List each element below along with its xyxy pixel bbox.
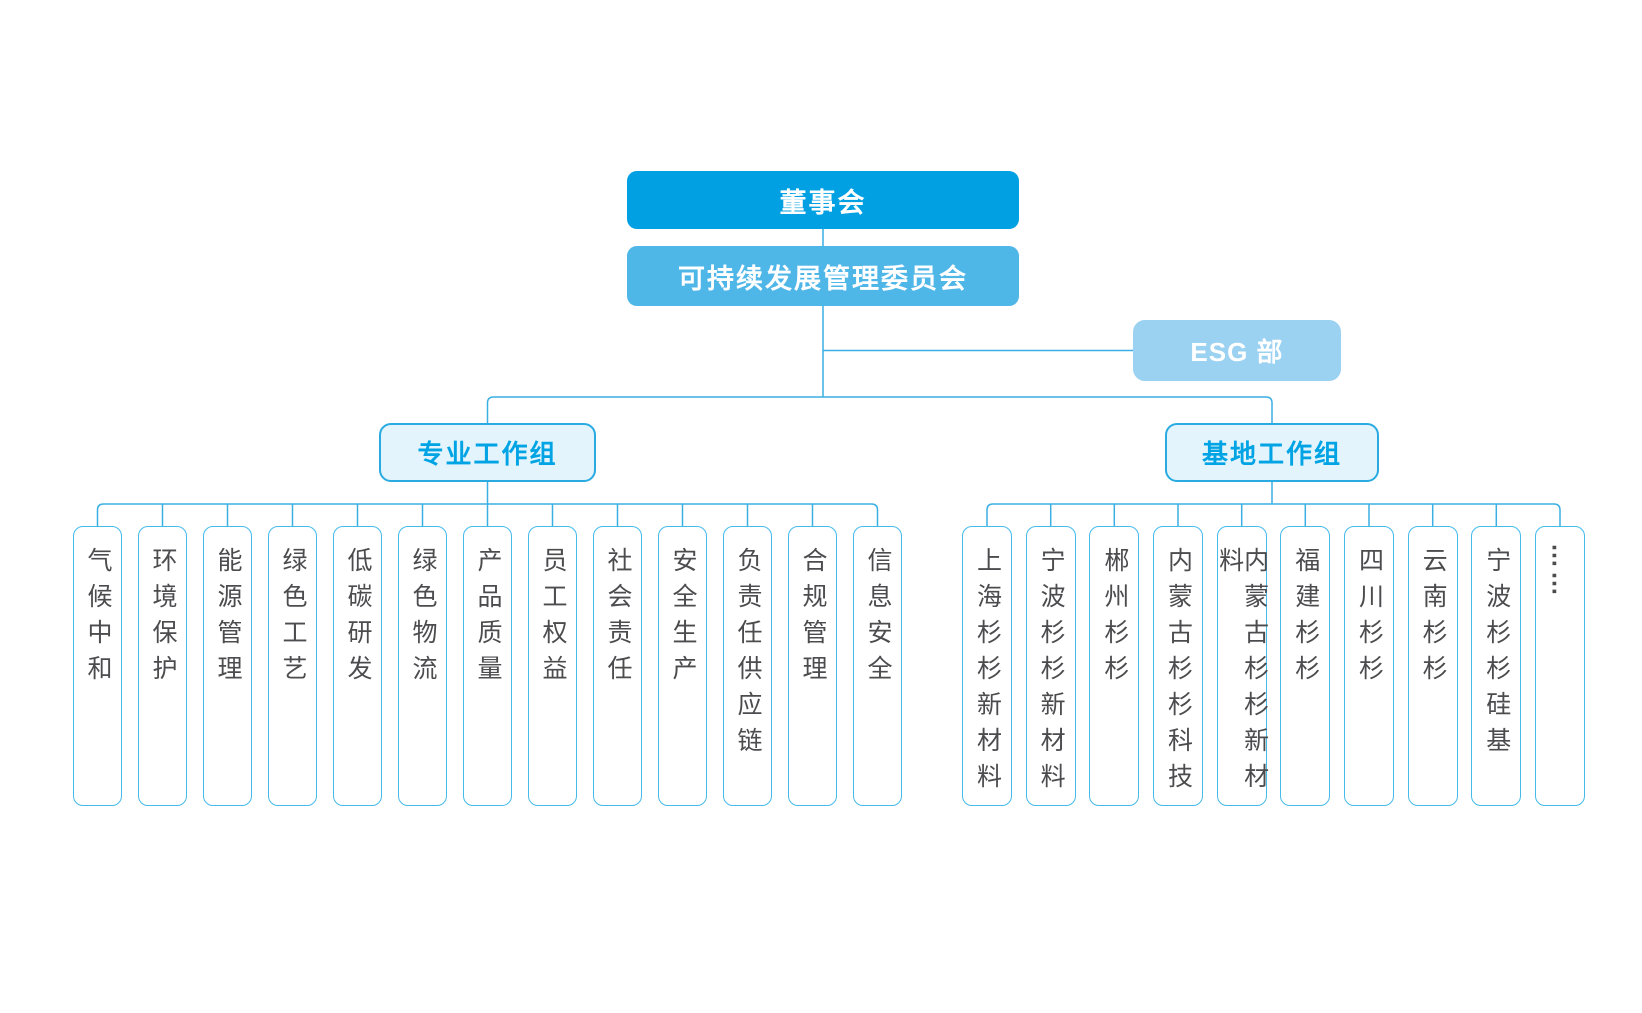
leaf-box: 负责任供应链 [723,526,772,806]
leaf-label: 产品质量 [474,547,502,691]
group-box-professional: 专业工作组 [379,423,596,482]
leaf-label: 内蒙古杉杉新材料 [1215,547,1269,799]
leaf-box: 环境保护 [138,526,187,806]
group-label-base: 基地工作组 [1201,439,1342,469]
leaf-label: 负责任供应链 [734,547,762,763]
leaf-label: 社会责任 [604,547,632,691]
leaf-box: 宁波杉杉新材料 [1025,526,1076,806]
leaf-label: 低碳研发 [344,547,372,691]
leaf-box: 产品质量 [463,526,512,806]
sustainability-committee-box: 可持续发展管理委员会 [627,246,1019,306]
leaf-group-professional: 气候中和 环境保护 能源管理 绿色工艺 低碳研发 绿色物流 产品质量 员工权益 社会责任 安全生产… [73,526,902,806]
leaf-label: 安全生产 [669,547,697,691]
esg-department-label: ESG 部 [1190,337,1284,367]
leaf-box: 四川杉杉 [1343,526,1394,806]
connector-line [986,503,1561,526]
connector-line [96,503,879,526]
leaf-group-base: 上海杉杉新材料 宁波杉杉新材料 郴州杉杉 内蒙古杉杉科技内蒙古杉杉新材料福建杉杉 四川杉… [962,526,1585,806]
leaf-label: 云南杉杉 [1419,547,1448,691]
leaf-box: 内蒙古杉杉科技 [1152,526,1203,806]
leaf-box: 绿色物流 [398,526,447,806]
board-box: 董事会 [627,171,1019,229]
leaf-box: 绿色工艺 [268,526,317,806]
leaf-box: 信息安全 [853,526,902,806]
leaf-box: 社会责任 [593,526,642,806]
group-box-base: 基地工作组 [1165,423,1379,482]
leaf-box: 低碳研发 [333,526,382,806]
leaf-box: 上海杉杉新材料 [962,526,1012,806]
leaf-box: 能源管理 [203,526,252,806]
leaf-box: 合规管理 [788,526,837,806]
leaf-box: 郴州杉杉 [1089,526,1140,806]
leaf-label: …… [1546,543,1575,599]
leaf-box: 内蒙古杉杉新材料 [1215,526,1269,806]
leaf-box: 宁波杉杉硅基 [1471,526,1522,806]
leaf-label: 员工权益 [539,547,567,691]
leaf-label: 能源管理 [214,547,242,691]
leaf-box: …… [1534,526,1585,806]
leaf-box: 气候中和 [73,526,122,806]
leaf-box: 云南杉杉 [1407,526,1458,806]
leaf-label: 内蒙古杉杉科技 [1164,547,1193,799]
leaf-label: 气候中和 [84,547,112,691]
leaf-label: 四川杉杉 [1355,547,1384,691]
sustainability-committee-label: 可持续发展管理委员会 [678,263,968,294]
esg-department-box: ESG 部 [1133,320,1341,381]
leaf-label: 福建杉杉 [1291,547,1320,691]
leaf-box: 福建杉杉 [1280,526,1331,806]
leaf-label: 环境保护 [149,547,177,691]
leaf-label: 合规管理 [799,547,827,691]
leaf-label: 郴州杉杉 [1100,547,1129,691]
leaf-label: 宁波杉杉新材料 [1037,547,1066,799]
connector-line [486,396,1273,423]
leaf-label: 信息安全 [864,547,892,691]
leaf-label: 宁波杉杉硅基 [1482,547,1511,763]
board-label: 董事会 [779,187,867,218]
leaf-label: 绿色工艺 [279,547,307,691]
leaf-label: 绿色物流 [409,547,437,691]
leaf-box: 安全生产 [658,526,707,806]
group-label-professional: 专业工作组 [417,439,558,469]
leaf-box: 员工权益 [528,526,577,806]
leaf-label: 上海杉杉新材料 [973,547,1002,799]
